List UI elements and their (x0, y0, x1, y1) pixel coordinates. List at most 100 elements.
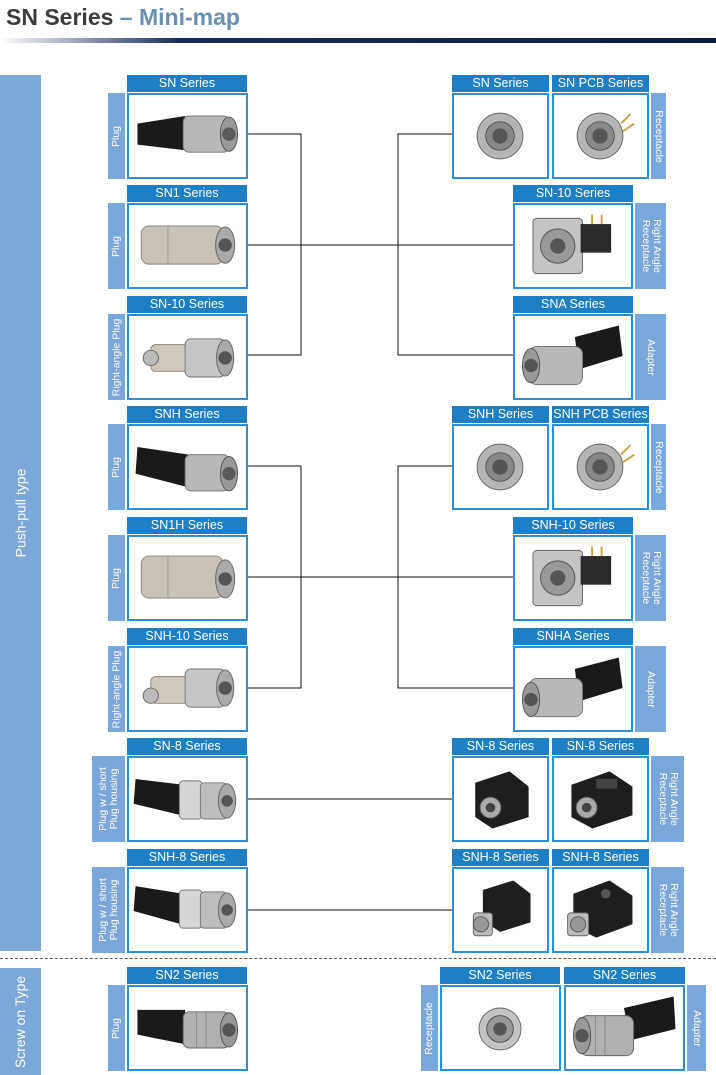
card-snha-adapter[interactable]: SNHA Series Adapter (513, 628, 666, 732)
card-header: SN Series (127, 75, 247, 92)
card-tab: Plug w / short Plug housing (92, 867, 125, 953)
screw-plug-icon (137, 1009, 239, 1049)
block-receptacle-icon (475, 771, 529, 829)
connector-photo (564, 985, 685, 1071)
flange-receptacle-icon (532, 214, 612, 275)
card-header: SNH PCB Series (552, 406, 649, 423)
card-header: SNH-8 Series (552, 849, 649, 866)
card-tab: Plug (108, 535, 125, 621)
card-sn10-ra-receptacle[interactable]: SN-10 Series Right Angle Receptacle (513, 185, 666, 289)
card-header: SNH-10 Series (513, 517, 633, 534)
card-header: SN Series (452, 75, 549, 92)
card-header: SN1 Series (127, 185, 247, 202)
short-housing-plug-icon (133, 886, 237, 929)
card-snh10-ra-receptacle[interactable]: SNH-10 Series Right Angle Receptacle (513, 517, 666, 621)
connector-photo (127, 646, 248, 732)
card-header: SN-8 Series (552, 738, 649, 755)
card-tab: Receptacle (651, 424, 666, 510)
card-tab: Plug (108, 203, 125, 289)
block-receptacle-icon (567, 880, 633, 938)
connector-photo (513, 535, 633, 621)
card-sn-receptacles[interactable]: SN Series SN PCB Series Receptacle (452, 75, 666, 179)
card-tab: Right Angle Receptacle (635, 535, 666, 621)
card-header: SN1H Series (127, 517, 247, 534)
card-header: SN-10 Series (127, 296, 247, 313)
card-sna-adapter[interactable]: SNA Series Adapter (513, 296, 666, 400)
card-tab: Plug (108, 424, 125, 510)
card-sn2-plug[interactable]: SN2 Series Plug (108, 967, 248, 1071)
block-receptacle-icon (472, 880, 531, 937)
adapter-icon (521, 325, 623, 386)
card-snh-plug[interactable]: SNH Series Plug (108, 406, 248, 510)
snh-receptacle-bracket (397, 465, 513, 689)
card-snh8-plug[interactable]: SNH-8 Series Plug w / short Plug housing (92, 849, 248, 953)
pcb-receptacle-icon (576, 443, 635, 491)
title-subtitle: Mini-map (138, 4, 240, 30)
connector-photo (127, 867, 248, 953)
page-header: SN Series – Mini-map (0, 0, 716, 46)
card-header: SN PCB Series (552, 75, 649, 92)
connector-photo (127, 985, 248, 1071)
connector-photo (452, 93, 549, 179)
card-tab: Right Angle Receptacle (635, 203, 666, 289)
straight-plug-icon (137, 115, 239, 153)
card-sn10-ra-plug[interactable]: SN-10 Series Right-angle Plug (108, 296, 248, 400)
screw-on-band (0, 968, 41, 1075)
card-snh10-ra-plug[interactable]: SNH-10 Series Right-angle Plug (108, 628, 248, 732)
connector-photo (127, 314, 248, 400)
card-header: SN2 Series (440, 967, 560, 984)
card-sn1h-plug[interactable]: SN1H Series Plug (108, 517, 248, 621)
card-header: SN-10 Series (513, 185, 633, 202)
card-tab: Right Angle Receptacle (651, 756, 684, 842)
card-tab: Adapter (635, 314, 666, 400)
card-sn8-plug[interactable]: SN-8 Series Plug w / short Plug housing (92, 738, 248, 842)
panel-receptacle-icon (476, 443, 524, 491)
right-angle-plug-icon (142, 338, 235, 378)
title-separator: – (113, 4, 139, 30)
card-tab: Receptacle (421, 985, 438, 1071)
metal-plug-icon (140, 555, 236, 599)
card-header: SNH Series (127, 406, 247, 423)
card-snh-receptacles[interactable]: SNH Series SNH PCB Series Receptacle (452, 406, 666, 510)
section-divider (0, 958, 716, 959)
flange-receptacle-icon (532, 546, 612, 607)
header-bar (0, 38, 716, 43)
card-header: SN2 Series (127, 967, 247, 984)
block-receptacle-icon (571, 771, 633, 829)
connector-photo (452, 756, 549, 842)
connector-photo (127, 203, 248, 289)
connector-photo (552, 424, 649, 510)
connector-photo (440, 985, 561, 1071)
straight-plug-icon (135, 446, 239, 492)
card-header: SN-8 Series (127, 738, 247, 755)
card-sn2-receptacle-adapter[interactable]: Receptacle SN2 Series SN2 Series Adapter (421, 967, 706, 1071)
card-tab: Adapter (687, 985, 706, 1071)
connector-photo (513, 646, 633, 732)
panel-receptacle-icon (476, 112, 524, 160)
card-tab: Plug w / short Plug housing (92, 756, 125, 842)
card-tab: Plug (108, 985, 125, 1071)
sn-receptacle-bracket (397, 133, 513, 356)
connector-photo (552, 867, 649, 953)
adapter-icon (521, 657, 623, 718)
push-pull-band (0, 75, 41, 951)
title-main: SN Series (6, 4, 114, 30)
short-housing-plug-icon (133, 778, 237, 820)
card-tab: Right-angle Plug (108, 646, 125, 732)
connector-photo (552, 93, 649, 179)
connector-photo (127, 424, 248, 510)
right-angle-plug-icon (142, 668, 235, 708)
card-tab: Plug (108, 93, 125, 179)
card-sn-plug[interactable]: SN Series Plug (108, 75, 248, 179)
metal-plug-icon (140, 225, 236, 265)
connector-photo (452, 424, 549, 510)
connector-photo (513, 314, 633, 400)
pcb-receptacle-icon (576, 112, 635, 160)
card-sn8-receptacles[interactable]: SN-8 Series SN-8 Series Right Angle Rece… (452, 738, 684, 842)
card-header: SN-8 Series (452, 738, 549, 755)
card-sn1-plug[interactable]: SN1 Series Plug (108, 185, 248, 289)
card-header: SNH-8 Series (452, 849, 549, 866)
card-header: SNH Series (452, 406, 549, 423)
card-snh8-receptacles[interactable]: SNH-8 Series SNH-8 Series Right Angle Re… (452, 849, 684, 953)
card-header: SNA Series (513, 296, 633, 313)
